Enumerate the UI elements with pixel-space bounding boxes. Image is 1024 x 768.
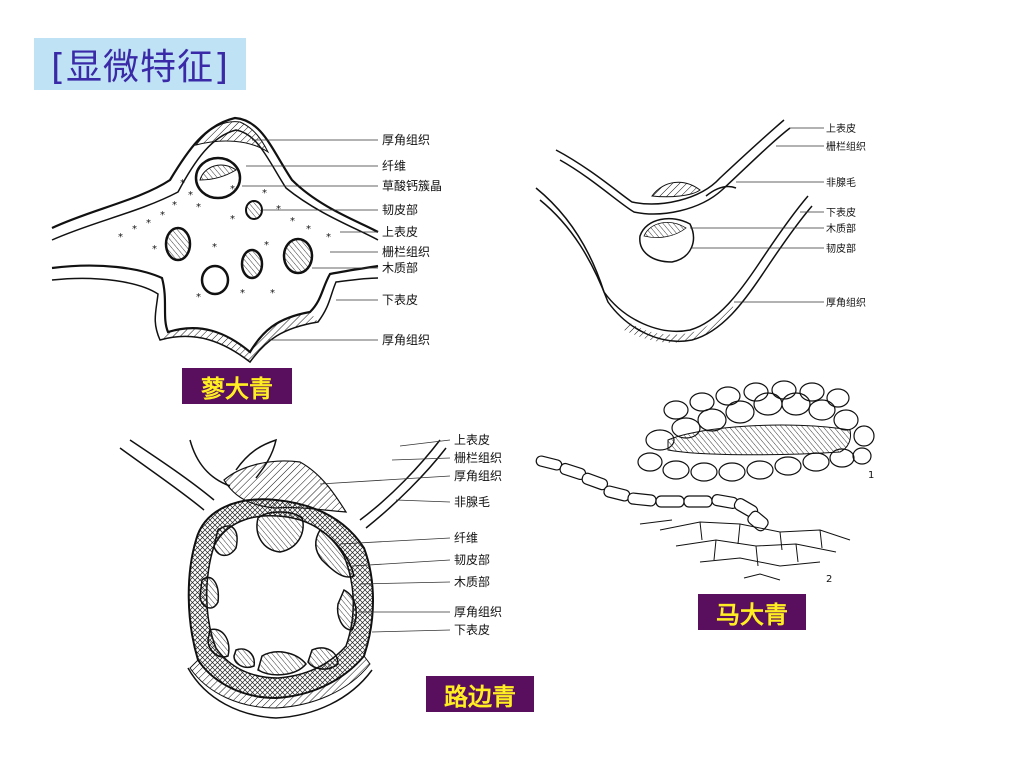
svg-text:*: * <box>146 218 151 229</box>
ma-low-panel-mark-1: 1 <box>868 470 874 481</box>
svg-text:*: * <box>118 232 123 243</box>
ma-up-label-hair: 非腺毛 <box>826 176 856 189</box>
liao-label-xylem: 木质部 <box>382 260 418 275</box>
lu-label-fiber: 纤维 <box>454 531 478 545</box>
ma-up-label-upper-epidermis: 上表皮 <box>826 122 856 135</box>
svg-text:*: * <box>132 224 137 235</box>
lu-label-upper-epidermis: 上表皮 <box>454 433 490 447</box>
svg-text:*: * <box>262 188 267 199</box>
svg-text:*: * <box>188 190 193 201</box>
svg-text:*: * <box>290 216 295 227</box>
lu-label-collenchyma-top: 厚角组织 <box>454 469 502 483</box>
title-box: [显微特征] <box>34 38 246 90</box>
liao-label-upper-epidermis: 上表皮 <box>382 225 418 239</box>
svg-text:*: * <box>306 224 311 235</box>
lu-label-xylem: 木质部 <box>454 574 490 589</box>
svg-text:*: * <box>196 202 201 213</box>
svg-text:*: * <box>230 184 235 195</box>
caption-lubianqing: 路边青 <box>426 676 534 712</box>
lubianqing-drawing: 上表皮 栅栏组织 厚角组织 非腺毛 纤维 韧皮部 木质部 厚角组织 下表皮 <box>119 433 502 719</box>
svg-text:*: * <box>270 288 275 299</box>
liao-label-fiber: 纤维 <box>382 159 406 173</box>
liao-label-palisade: 栅栏组织 <box>382 244 430 259</box>
page-title: [显微特征] <box>50 47 230 88</box>
lu-label-phloem: 韧皮部 <box>454 552 490 567</box>
svg-text:*: * <box>180 178 185 189</box>
lu-label-collenchyma-bottom: 厚角组织 <box>454 605 502 619</box>
liao-label-lower-epidermis: 下表皮 <box>382 293 418 307</box>
ma-up-label-collenchyma: 厚角组织 <box>826 296 866 309</box>
ma-up-label-xylem: 木质部 <box>826 222 856 235</box>
svg-text:*: * <box>160 210 165 221</box>
caption-liaodaqing: 蓼大青 <box>182 368 292 404</box>
liaodaqing-drawing: *** *** *** *** *** *** *** 厚角组织 纤维 草酸钙簇… <box>51 116 442 364</box>
ma-up-label-lower-epidermis: 下表皮 <box>826 206 856 219</box>
ma-up-label-palisade: 栅栏组织 <box>826 140 866 153</box>
lu-label-hair: 非腺毛 <box>454 495 490 509</box>
ma-up-label-phloem: 韧皮部 <box>826 242 856 255</box>
lu-label-lower-epidermis: 下表皮 <box>454 623 490 637</box>
svg-text:*: * <box>212 242 217 253</box>
caption-madaqing: 马大青 <box>698 594 806 630</box>
svg-text:*: * <box>196 292 201 303</box>
ma-low-panel-mark-2: 2 <box>826 574 832 585</box>
svg-text:*: * <box>326 232 331 243</box>
liao-label-phloem: 韧皮部 <box>382 202 418 217</box>
svg-text:*: * <box>152 244 157 255</box>
svg-text:*: * <box>230 214 235 225</box>
liao-label-collenchyma-top: 厚角组织 <box>382 133 430 147</box>
liao-label-collenchyma-bottom: 厚角组织 <box>382 333 430 347</box>
liao-label-crystal: 草酸钙簇晶 <box>382 178 442 193</box>
lu-label-palisade: 栅栏组织 <box>454 450 502 465</box>
svg-text:*: * <box>276 204 281 215</box>
svg-text:*: * <box>264 240 269 251</box>
svg-text:*: * <box>172 200 177 211</box>
madaqing-upper-drawing: 上表皮 栅栏组织 非腺毛 下表皮 木质部 韧皮部 厚角组织 <box>535 119 866 343</box>
svg-text:*: * <box>240 288 245 299</box>
madaqing-lower-drawing: 1 2 <box>535 380 875 585</box>
